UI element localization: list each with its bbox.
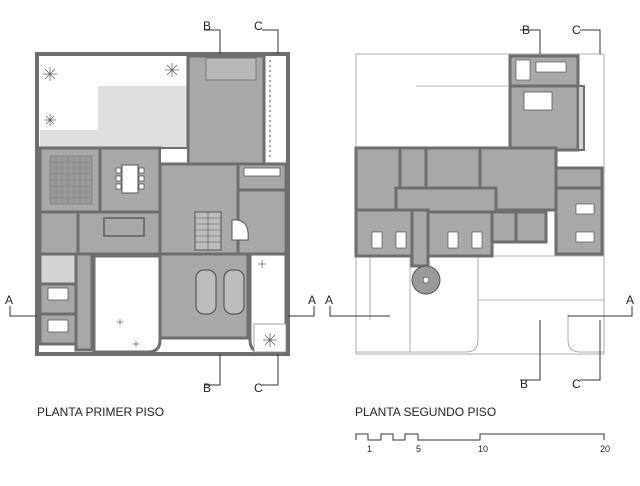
scale-tick-20: 20 <box>600 444 610 454</box>
second-floor-corridor <box>394 186 498 214</box>
scale-bar <box>355 433 605 441</box>
first-floor-section-b-bottom <box>204 354 221 386</box>
first-floor-plan <box>9 29 315 386</box>
first-floor-section-a-left <box>9 306 37 317</box>
second-floor-label-b-bottom: B <box>520 377 528 391</box>
first-floor-section-b-top <box>204 29 221 54</box>
second-floor-bedroom-2 <box>426 210 494 258</box>
first-floor-dining-table <box>121 164 139 194</box>
first-floor-section-a-right <box>288 306 315 317</box>
second-floor-bed-2a <box>447 231 459 249</box>
first-floor-label-c-bottom: C <box>254 381 263 395</box>
second-floor-label-a-left: A <box>325 293 333 307</box>
scale-tick-5: 5 <box>416 444 421 454</box>
scale-bar-line <box>355 433 605 441</box>
second-floor-shared-bath <box>490 210 518 244</box>
first-floor-label-a-right: A <box>308 293 316 307</box>
second-floor-plan <box>329 29 633 381</box>
first-floor-curved-counter <box>231 219 249 241</box>
second-floor-label-b-top: B <box>522 23 530 37</box>
second-floor-left-bedroom <box>354 146 402 212</box>
second-floor-hall <box>478 146 558 212</box>
first-floor-car-2 <box>223 269 245 315</box>
second-floor-section-lines <box>329 29 633 381</box>
second-floor-bed-2b <box>471 231 483 249</box>
first-floor-stair-steps <box>195 212 221 250</box>
second-floor-section-c-bottom <box>580 320 601 381</box>
first-floor-label-b-bottom: B <box>203 381 211 395</box>
first-floor-sofa <box>205 57 257 81</box>
second-floor-section-b-bottom <box>520 320 541 381</box>
first-floor-bed-1 <box>47 287 69 301</box>
second-floor-balcony <box>577 85 585 151</box>
first-floor-courtyard <box>92 254 162 354</box>
second-floor-bed-1b <box>395 231 407 249</box>
second-floor-section-b-top <box>520 29 541 54</box>
second-floor-bed-1a <box>371 231 383 249</box>
first-floor-label-b-top: B <box>203 19 211 33</box>
first-floor-closet <box>103 217 145 237</box>
first-floor-label-a-left: A <box>5 293 13 307</box>
first-floor-plants <box>43 63 277 347</box>
first-floor-small-courtyard <box>159 147 189 165</box>
second-floor-title: PLANTA SEGUNDO PISO <box>355 405 496 419</box>
second-floor-spiral-core <box>422 276 430 284</box>
first-floor-garden <box>40 86 188 148</box>
scale-tick-1: 1 <box>367 444 372 454</box>
second-floor-right-bedroom <box>554 186 604 256</box>
second-floor-section-a-right <box>568 306 633 317</box>
first-floor-section-lines <box>9 29 315 386</box>
first-floor-study <box>38 210 80 256</box>
second-floor-right-bath <box>554 166 604 190</box>
second-floor-closet <box>514 210 548 244</box>
first-floor-grid-lines <box>50 156 92 204</box>
second-floor-section-a-left <box>329 306 390 317</box>
second-floor-master-bed <box>523 91 553 111</box>
first-floor-service-room <box>236 188 288 256</box>
second-floor-left-bath <box>398 146 428 190</box>
scale-tick-10: 10 <box>478 444 488 454</box>
second-floor-right-bed-2 <box>575 231 595 243</box>
first-floor-label-c-top: C <box>254 19 263 33</box>
first-floor-section-c-bottom <box>262 354 279 386</box>
second-floor-tub <box>515 59 531 81</box>
second-floor-bridge <box>410 208 430 268</box>
first-floor-service-corridor <box>74 252 94 352</box>
first-floor-title: PLANTA PRIMER PISO <box>37 405 164 419</box>
first-floor-section-c-top <box>262 29 279 54</box>
first-floor-bed-2 <box>47 319 69 333</box>
second-floor-section-c-top <box>580 29 601 54</box>
second-floor-family-room <box>424 146 482 190</box>
first-floor-counter <box>243 167 281 177</box>
first-floor-dining-chairs <box>115 167 145 190</box>
second-floor-label-c-bottom: C <box>572 377 581 391</box>
first-floor-car-1 <box>195 269 217 315</box>
second-floor-label-c-top: C <box>572 23 581 37</box>
second-floor-right-bed-1 <box>575 203 595 215</box>
second-floor-vanity <box>535 61 567 73</box>
second-floor-label-a-right: A <box>626 293 634 307</box>
first-floor-bathroom <box>38 252 78 286</box>
